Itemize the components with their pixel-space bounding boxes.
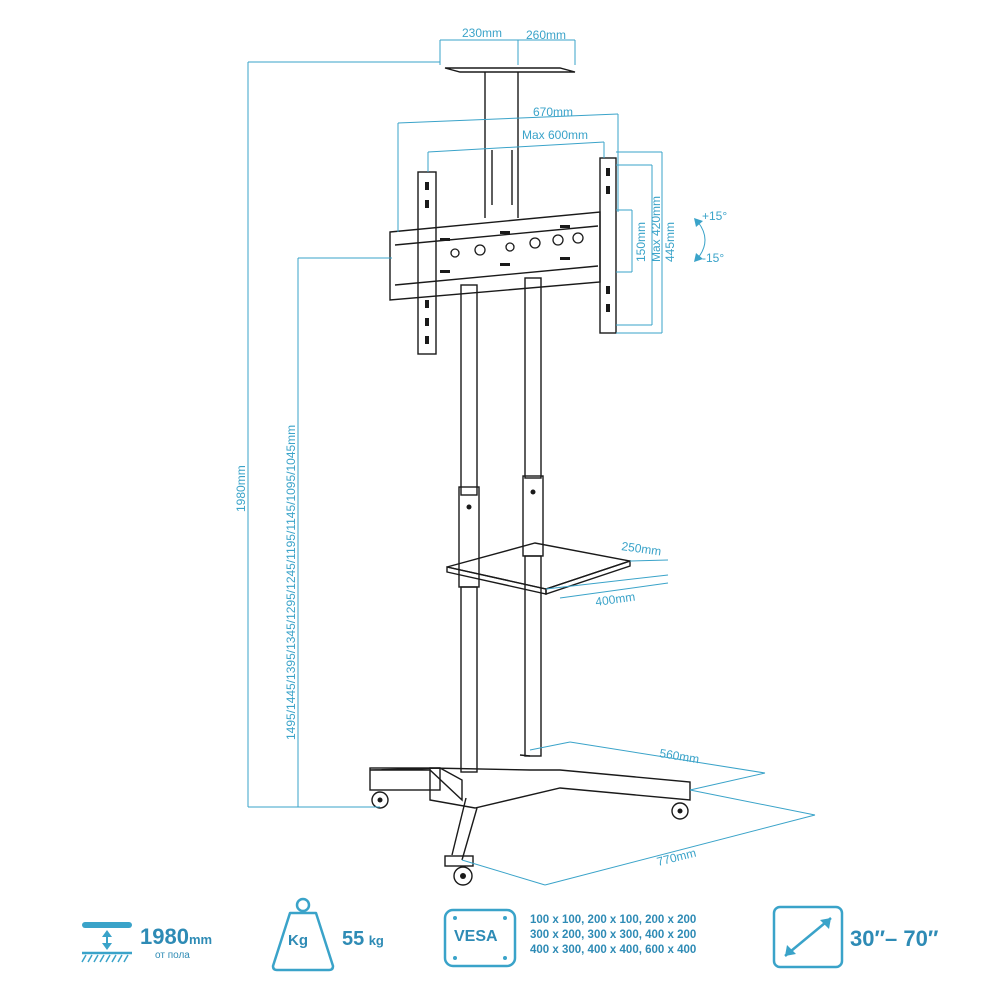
weight-spec: 55 kg	[342, 928, 384, 951]
vesa-row: 400 x 300, 400 x 400, 600 x 400	[530, 944, 697, 956]
height-spec: 1980mm	[140, 924, 212, 950]
screen-size-value: 30″– 70″	[850, 926, 939, 951]
tilt-down-label: -15°	[702, 251, 724, 265]
dim-mount-height-150: 150mm	[634, 222, 648, 262]
height-caption: от пола	[155, 950, 190, 961]
base-frame	[429, 767, 691, 809]
vesa-icon	[443, 908, 517, 968]
mount-plate	[389, 211, 601, 301]
casters	[371, 791, 689, 886]
right-column-upper	[524, 277, 542, 479]
vesa-list: 100 x 100, 200 x 100, 200 x 200 300 x 20…	[530, 913, 696, 958]
left-column-upper	[460, 284, 478, 496]
top-plate	[444, 67, 576, 73]
tilt-up-label: +15°	[702, 209, 727, 223]
right-column-lower	[524, 555, 542, 757]
weight-icon	[271, 897, 335, 972]
dim-max-vesa-height: Max 420mm	[649, 196, 663, 262]
dim-base-depth: 560mm	[659, 746, 701, 766]
dim-top-plate-a: 230mm	[462, 26, 502, 40]
dim-shelf-width: 400mm	[594, 590, 636, 609]
tv-stand	[369, 67, 691, 886]
dim-mount-height-445: 445mm	[663, 222, 677, 262]
weight-value: 55	[342, 928, 365, 950]
screen-size-icon	[772, 905, 844, 969]
floor-height-icon	[81, 922, 132, 963]
vesa-row: 300 x 200, 300 x 300, 400 x 200	[530, 929, 697, 941]
weight-unit: kg	[368, 933, 384, 948]
dim-max-vesa-width: Max 600mm	[522, 128, 588, 142]
dim-total-height: 1980mm	[234, 465, 248, 512]
vesa-row: 100 x 100, 200 x 100, 200 x 200	[530, 914, 697, 926]
height-unit: mm	[188, 932, 213, 947]
left-vesa-arm	[417, 171, 437, 355]
dim-top-plate-b: 260mm	[526, 28, 566, 42]
vesa-label: VESA	[454, 928, 498, 945]
dim-base-width: 770mm	[655, 846, 697, 869]
left-column-lower	[460, 586, 478, 773]
weight-icon-label: Kg	[288, 932, 308, 949]
dim-mount-width: 670mm	[533, 105, 573, 119]
base-leg-left	[369, 767, 463, 802]
height-value: 1980	[140, 924, 189, 949]
dim-shelf-depth: 250mm	[621, 539, 663, 558]
dim-height-positions: 1495/1445/1395/1345/1295/1245/1195/1145/…	[284, 425, 298, 740]
dimension-lines	[247, 39, 816, 886]
